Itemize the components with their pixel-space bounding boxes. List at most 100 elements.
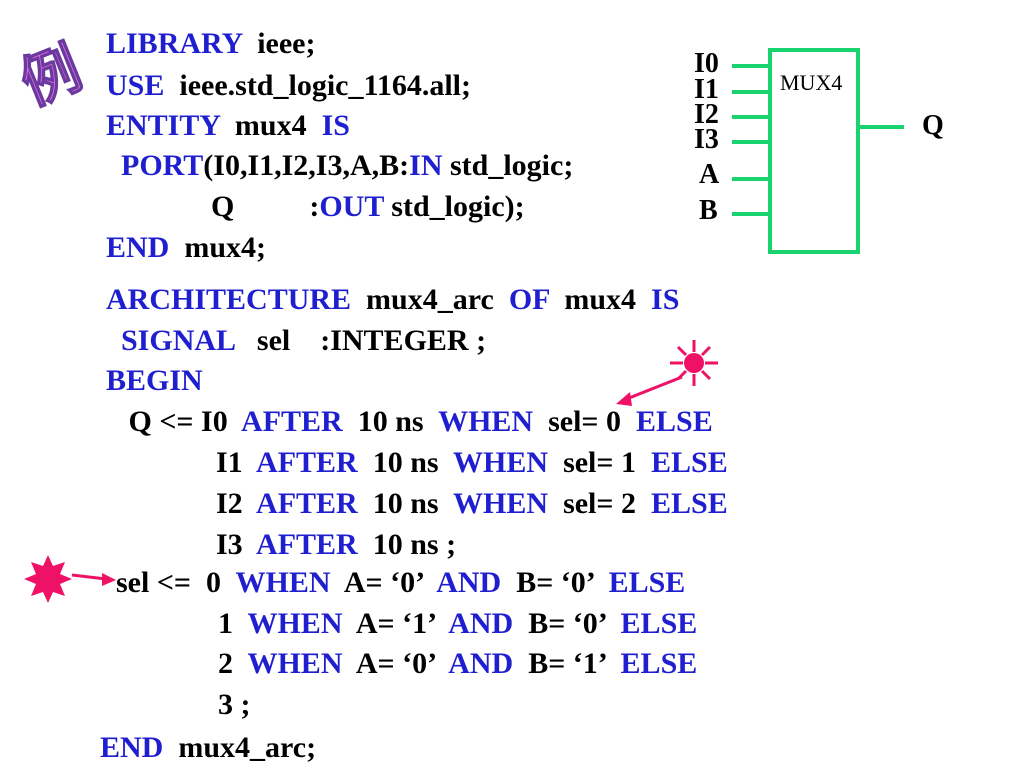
code-text: mux4 [219,109,322,142]
code-keyword: WHEN [235,566,331,599]
code-text: mux4_arc; [163,731,317,764]
input-wire-a [732,177,770,181]
code-text: mux4; [169,231,267,264]
input-pin-label-a: A [699,159,720,190]
code-line: LIBRARY ieee; [106,27,315,61]
code-text: std_logic); [383,190,525,223]
code-keyword: END [106,231,170,264]
code-keyword: ELSE [620,607,698,640]
code-keyword: ENTITY [106,109,220,142]
code-keyword: AND [436,566,502,599]
code-text: Q : [106,190,320,223]
code-keyword: WHEN [438,405,534,438]
code-keyword: WHEN [453,487,549,520]
sun-marker-icon [616,340,718,406]
code-text: Q <= I0 [106,405,242,438]
code-text: sel= 1 [548,446,651,479]
output-wire-q [860,125,904,129]
code-keyword: PORT [106,149,204,182]
code-line: 3 ; [218,688,251,722]
code-text: 10 ns [342,405,439,438]
input-pin-label-i0: I0 [694,48,719,79]
code-keyword: USE [106,69,165,102]
code-keyword: AND [448,607,514,640]
output-pin-label-q: Q [922,110,944,141]
code-keyword: IS [321,109,350,142]
code-line: I3 AFTER 10 ns ; [216,528,456,562]
code-text: sel= 0 [533,405,636,438]
input-wire-i1 [732,90,770,94]
code-keyword: END [100,731,164,764]
input-wire-i2 [732,115,770,119]
code-line: 1 WHEN A= ‘1’ AND B= ‘0’ ELSE [218,607,697,641]
title-char-text: 例 [16,34,86,119]
code-keyword: ELSE [608,566,686,599]
code-keyword: ELSE [650,487,728,520]
code-text: sel= 2 [548,487,651,520]
code-line: BEGIN [106,364,203,398]
code-line: USE ieee.std_logic_1164.all; [106,69,471,103]
input-pin-label-i3: I3 [694,124,719,155]
code-keyword: LIBRARY [106,27,243,60]
code-text: ieee.std_logic_1164.all; [164,69,471,102]
input-wire-b [732,212,770,216]
code-text: A= ‘0’ [330,566,437,599]
code-line: END mux4_arc; [100,731,316,765]
code-keyword: AND [448,647,514,680]
code-keyword: ELSE [636,405,713,438]
code-line: END mux4; [106,231,266,265]
code-line: I2 AFTER 10 ns WHEN sel= 2 ELSE [216,487,728,521]
code-text: I3 [216,528,257,561]
code-text: A= ‘1’ [342,607,449,640]
code-keyword: OF [508,283,550,316]
code-text: mux4 [549,283,652,316]
code-text: std_logic; [442,149,574,182]
code-text: I2 [216,487,257,520]
code-line: sel <= 0 WHEN A= ‘0’ AND B= ‘0’ ELSE [116,566,685,600]
code-text: sel :INTEGER ; [234,324,487,357]
code-text: (I0,I1,I2,I3,A,B: [203,149,410,182]
code-text: 10 ns [357,446,454,479]
code-keyword: AFTER [256,528,358,561]
title-char-example: 例 [16,33,86,119]
code-text: 10 ns [357,487,454,520]
code-text: 2 [218,647,248,680]
code-keyword: ELSE [620,647,698,680]
code-keyword: AFTER [256,446,358,479]
mux4-block [768,48,860,254]
code-keyword: WHEN [247,607,343,640]
code-keyword: AFTER [241,405,343,438]
code-keyword: OUT [319,190,384,223]
code-text: B= ‘0’ [513,607,621,640]
code-line: SIGNAL sel :INTEGER ; [106,324,486,358]
code-keyword: ELSE [650,446,728,479]
code-keyword: IS [651,283,680,316]
input-pin-label-i1: I1 [694,74,719,105]
code-text: A= ‘0’ [342,647,449,680]
code-keyword: AFTER [256,487,358,520]
input-wire-i0 [732,64,770,68]
code-text: mux4_arc [351,283,509,316]
code-keyword: SIGNAL [106,324,235,357]
starburst-marker-icon [24,555,116,603]
code-line: ARCHITECTURE mux4_arc OF mux4 IS [106,283,679,317]
code-keyword: BEGIN [106,364,203,397]
code-keyword: IN [409,149,443,182]
input-pin-label-i2: I2 [694,99,719,130]
code-keyword: ARCHITECTURE [106,283,352,316]
code-line: Q <= I0 AFTER 10 ns WHEN sel= 0 ELSE [106,405,713,439]
code-line: Q :OUT std_logic); [106,190,525,224]
input-pin-label-b: B [699,195,718,226]
code-line: 2 WHEN A= ‘0’ AND B= ‘1’ ELSE [218,647,697,681]
code-text: B= ‘0’ [501,566,609,599]
code-text: 3 ; [218,688,251,721]
input-wire-i3 [732,140,770,144]
code-text: I1 [216,446,257,479]
code-line: ENTITY mux4 IS [106,109,350,143]
code-text: sel <= 0 [116,566,236,599]
code-text: 10 ns ; [357,528,457,561]
code-text: B= ‘1’ [513,647,621,680]
code-text: 1 [218,607,248,640]
code-text: ieee; [242,27,316,60]
code-line: PORT(I0,I1,I2,I3,A,B:IN std_logic; [106,149,573,183]
